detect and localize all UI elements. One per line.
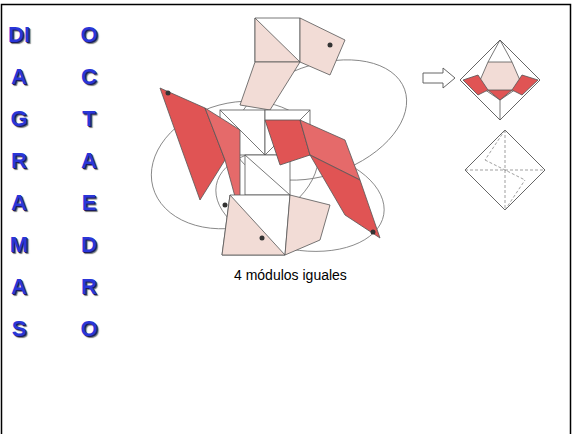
title-vertical: DIAGRAMAS (8, 14, 30, 350)
caption-text: 4 módulos iguales (234, 267, 347, 283)
title-vertical: OCTAEDRO (78, 14, 100, 350)
